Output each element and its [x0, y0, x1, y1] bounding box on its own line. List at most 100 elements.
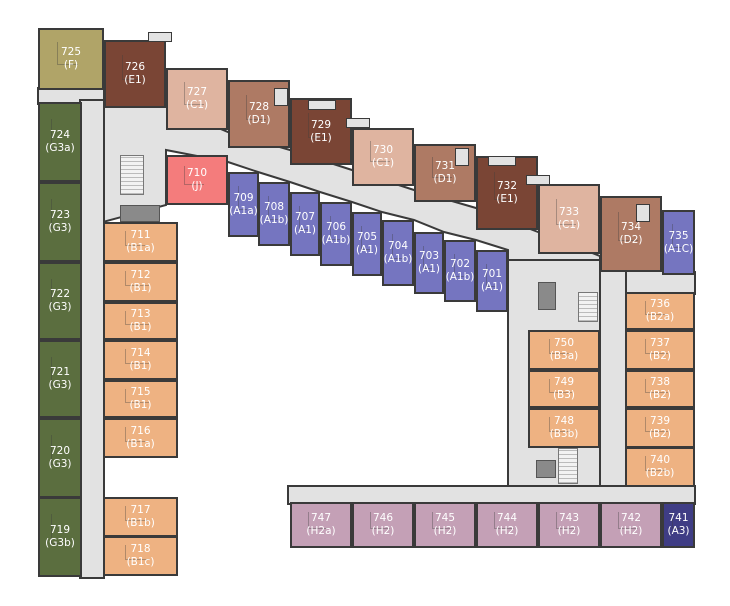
unit-744[interactable]: 744(H2) [476, 502, 538, 548]
unit-type: (A1C) [663, 242, 694, 255]
unit-726[interactable]: 726(E1) [104, 40, 166, 108]
unit-type: (H2) [371, 525, 395, 537]
unit-711[interactable]: 711(B1a) [103, 222, 178, 262]
balcony [636, 204, 650, 222]
unit-type: (A1) [417, 263, 441, 275]
unit-703[interactable]: 703(A1) [414, 232, 444, 294]
unit-number: 702 [449, 258, 471, 270]
unit-number: 701 [481, 268, 503, 280]
unit-732[interactable]: 732(E1) [476, 156, 538, 230]
unit-733[interactable]: 733(C1) [538, 184, 600, 254]
unit-number: 717 [130, 504, 151, 516]
unit-730[interactable]: 730(C1) [352, 128, 414, 186]
unit-type: (A3) [667, 525, 690, 537]
unit-type: (B2b) [645, 467, 675, 479]
unit-723[interactable]: 723(G3) [38, 182, 82, 262]
unit-739[interactable]: 739(B2) [625, 408, 695, 448]
unit-type: (E1) [310, 131, 332, 144]
unit-712[interactable]: 712(B1) [103, 262, 178, 302]
unit-715[interactable]: 715(B1) [103, 380, 178, 418]
unit-738[interactable]: 738(B2) [625, 370, 695, 408]
unit-734[interactable]: 734(D2) [600, 196, 662, 272]
unit-number: 705 [356, 231, 378, 243]
unit-749[interactable]: 749(B3) [528, 370, 600, 408]
unit-number: 711 [130, 229, 151, 241]
unit-737[interactable]: 737(B2) [625, 330, 695, 370]
unit-717[interactable]: 717(B1b) [103, 497, 178, 537]
unit-719[interactable]: 719(G3b) [38, 497, 82, 577]
unit-number: 743 [558, 512, 580, 524]
unit-708[interactable]: 708(A1b) [258, 182, 290, 246]
unit-735[interactable]: 735(A1C) [662, 210, 695, 275]
unit-722[interactable]: 722(G3) [38, 262, 82, 340]
unit-type: (B2) [648, 389, 672, 401]
unit-709[interactable]: 709(A1a) [228, 172, 259, 237]
unit-number: 730 [372, 144, 394, 156]
unit-type: (B3b) [549, 428, 579, 440]
unit-type: (B2) [648, 350, 672, 362]
balcony [148, 32, 172, 42]
unit-713[interactable]: 713(B1) [103, 302, 178, 340]
unit-number: 714 [130, 347, 151, 359]
unit-710[interactable]: 710(J) [166, 155, 228, 205]
unit-743[interactable]: 743(H2) [538, 502, 600, 548]
unit-number: 703 [418, 250, 440, 262]
unit-721[interactable]: 721(G3) [38, 340, 82, 418]
unit-718[interactable]: 718(B1c) [103, 536, 178, 576]
unit-731[interactable]: 731(D1) [414, 144, 476, 202]
unit-740[interactable]: 740(B2b) [625, 447, 695, 487]
unit-type: (A1b) [259, 214, 289, 226]
unit-741[interactable]: 741(A3) [662, 502, 695, 548]
unit-702[interactable]: 702(A1b) [444, 240, 476, 302]
unit-707[interactable]: 707(A1) [290, 192, 320, 256]
unit-720[interactable]: 720(G3) [38, 418, 82, 498]
balcony [308, 100, 336, 110]
unit-725[interactable]: 725(F) [38, 28, 104, 90]
unit-type: (B1a) [126, 242, 155, 254]
balcony [346, 118, 370, 128]
unit-701[interactable]: 701(A1) [476, 250, 508, 312]
unit-736[interactable]: 736(B2a) [625, 292, 695, 330]
unit-number: 745 [434, 512, 456, 524]
unit-type: (B3) [552, 389, 576, 401]
unit-number: 750 [553, 337, 575, 349]
unit-type: (H2a) [306, 525, 336, 537]
unit-type: (H2) [619, 525, 643, 537]
unit-number: 729 [310, 118, 332, 131]
unit-704[interactable]: 704(A1b) [382, 220, 414, 286]
unit-type: (G3) [48, 458, 72, 470]
unit-number: 736 [649, 298, 671, 310]
unit-number: 741 [668, 512, 689, 524]
unit-number: 708 [263, 201, 285, 213]
balcony [455, 148, 469, 166]
unit-750[interactable]: 750(B3a) [528, 330, 600, 370]
unit-number: 710 [186, 167, 208, 179]
unit-727[interactable]: 727(C1) [166, 68, 228, 130]
unit-706[interactable]: 706(A1b) [320, 202, 352, 266]
stairwell [120, 155, 144, 195]
balcony [488, 156, 516, 166]
unit-type: (F) [63, 59, 79, 71]
unit-742[interactable]: 742(H2) [600, 502, 662, 548]
unit-number: 704 [387, 240, 409, 252]
unit-number: 721 [49, 366, 71, 378]
unit-714[interactable]: 714(B1) [103, 340, 178, 380]
unit-type: (B2) [648, 428, 672, 440]
unit-number: 709 [233, 191, 254, 204]
unit-724[interactable]: 724(G3a) [38, 102, 82, 182]
unit-705[interactable]: 705(A1) [352, 212, 382, 276]
unit-type: (C1) [185, 99, 209, 111]
unit-747[interactable]: 747(H2a) [290, 502, 352, 548]
unit-748[interactable]: 748(B3b) [528, 408, 600, 448]
unit-type: (J) [191, 180, 203, 192]
unit-745[interactable]: 745(H2) [414, 502, 476, 548]
unit-746[interactable]: 746(H2) [352, 502, 414, 548]
unit-number: 716 [130, 425, 151, 437]
unit-number: 733 [558, 206, 580, 218]
unit-type: (A1a) [229, 204, 258, 217]
left-vertical-corridor [79, 99, 105, 579]
unit-number: 713 [130, 308, 151, 320]
unit-716[interactable]: 716(B1a) [103, 418, 178, 458]
unit-type: (D1) [433, 173, 457, 185]
